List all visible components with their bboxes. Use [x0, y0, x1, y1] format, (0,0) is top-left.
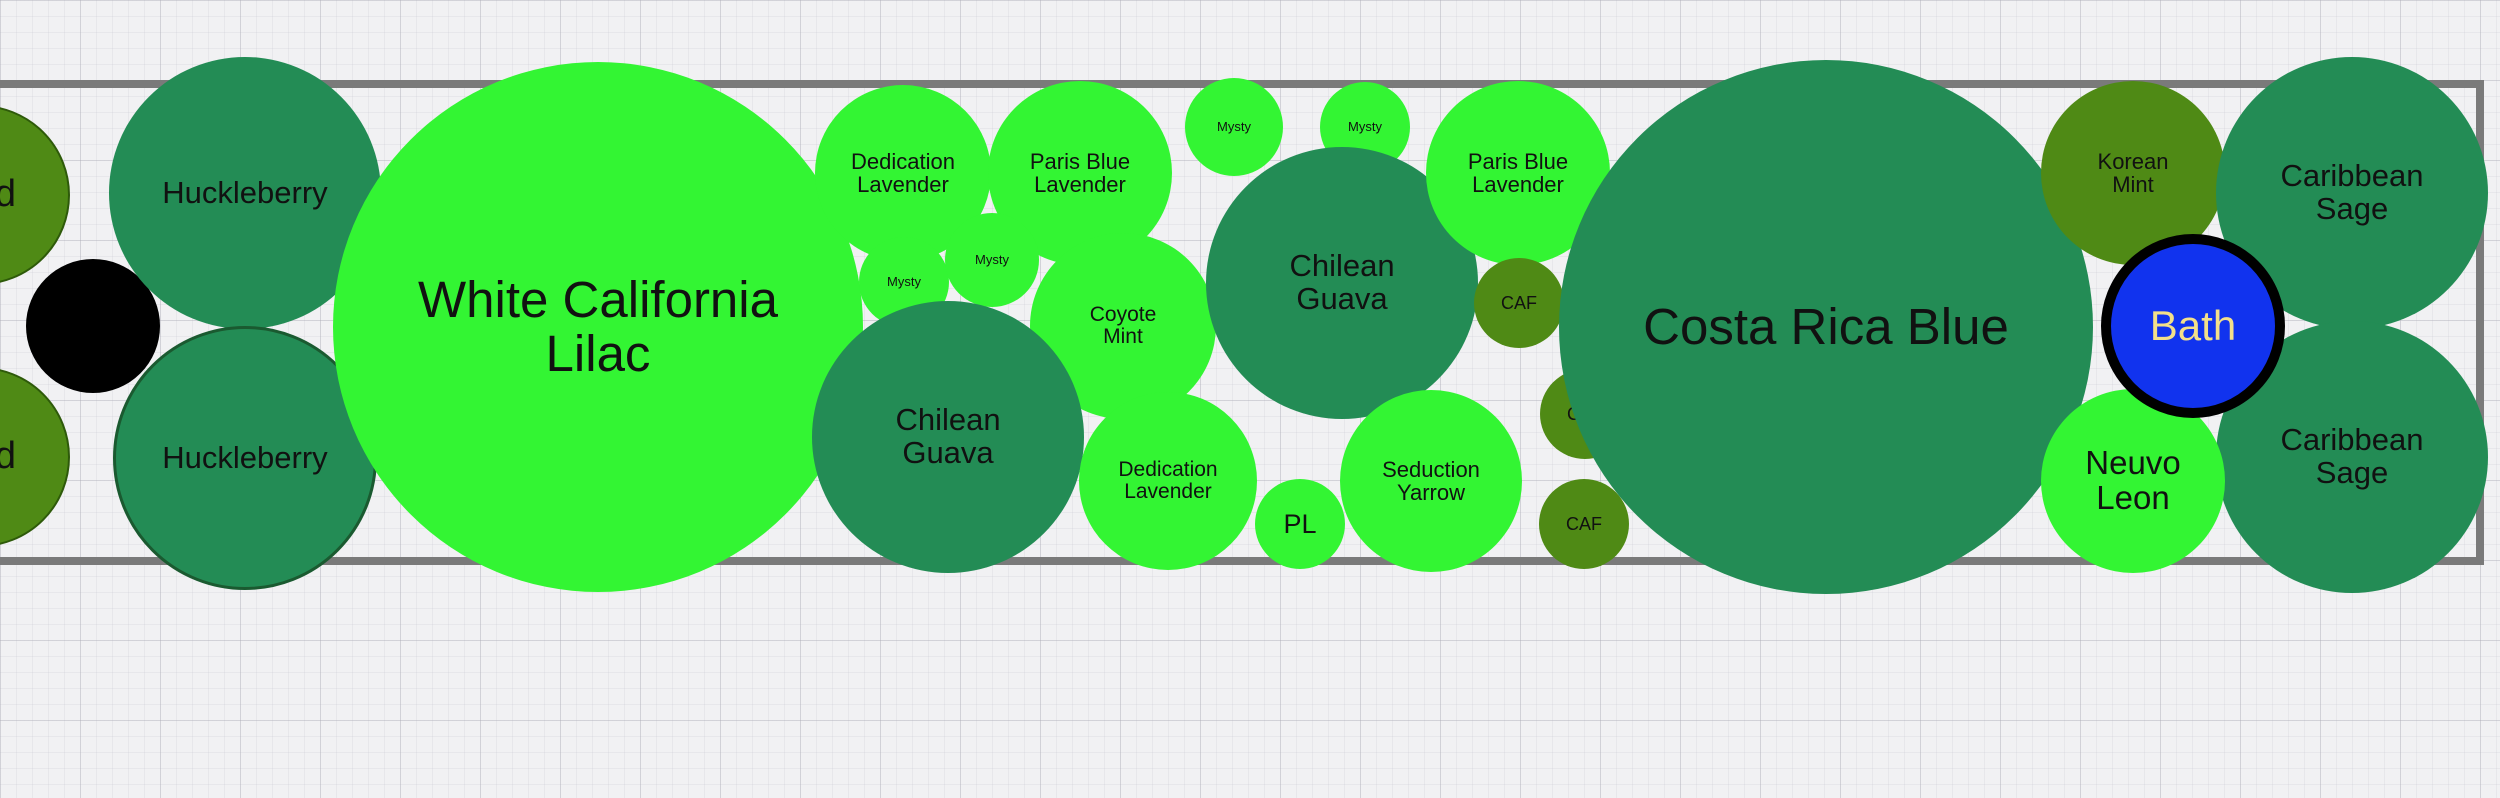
plant-caf-3[interactable]: CAF — [1539, 479, 1629, 569]
plant-label: Mysty — [1348, 119, 1382, 135]
plant-label: PL — [1283, 508, 1317, 539]
plant-label: d — [0, 173, 16, 216]
plant-caf-1[interactable]: CAF — [1474, 258, 1564, 348]
plant-label: CAF — [1566, 513, 1602, 534]
plant-mysty-4[interactable]: Mysty — [945, 213, 1039, 307]
plant-bath[interactable]: Bath — [2101, 234, 2285, 418]
plant-label: Mysty — [1217, 119, 1251, 135]
plant-label: Mysty — [975, 252, 1009, 268]
plant-huckleberry-bottom[interactable]: Huckleberry — [113, 326, 377, 590]
plant-label: Bath — [2149, 301, 2237, 349]
plant-costa-rica-blue[interactable]: Costa Rica Blue — [1559, 60, 2093, 594]
plant-label: Huckleberry — [162, 174, 328, 210]
plant-mysty-1[interactable]: Mysty — [1185, 78, 1283, 176]
plant-black-accent[interactable] — [26, 259, 160, 393]
plant-pl[interactable]: PL — [1255, 479, 1345, 569]
plant-label: Huckleberry — [162, 439, 328, 475]
plant-label: Mysty — [887, 274, 921, 290]
plant-label: CAF — [1501, 292, 1537, 313]
plant-label: d — [0, 435, 16, 478]
plant-label: Costa Rica Blue — [1643, 298, 2009, 356]
